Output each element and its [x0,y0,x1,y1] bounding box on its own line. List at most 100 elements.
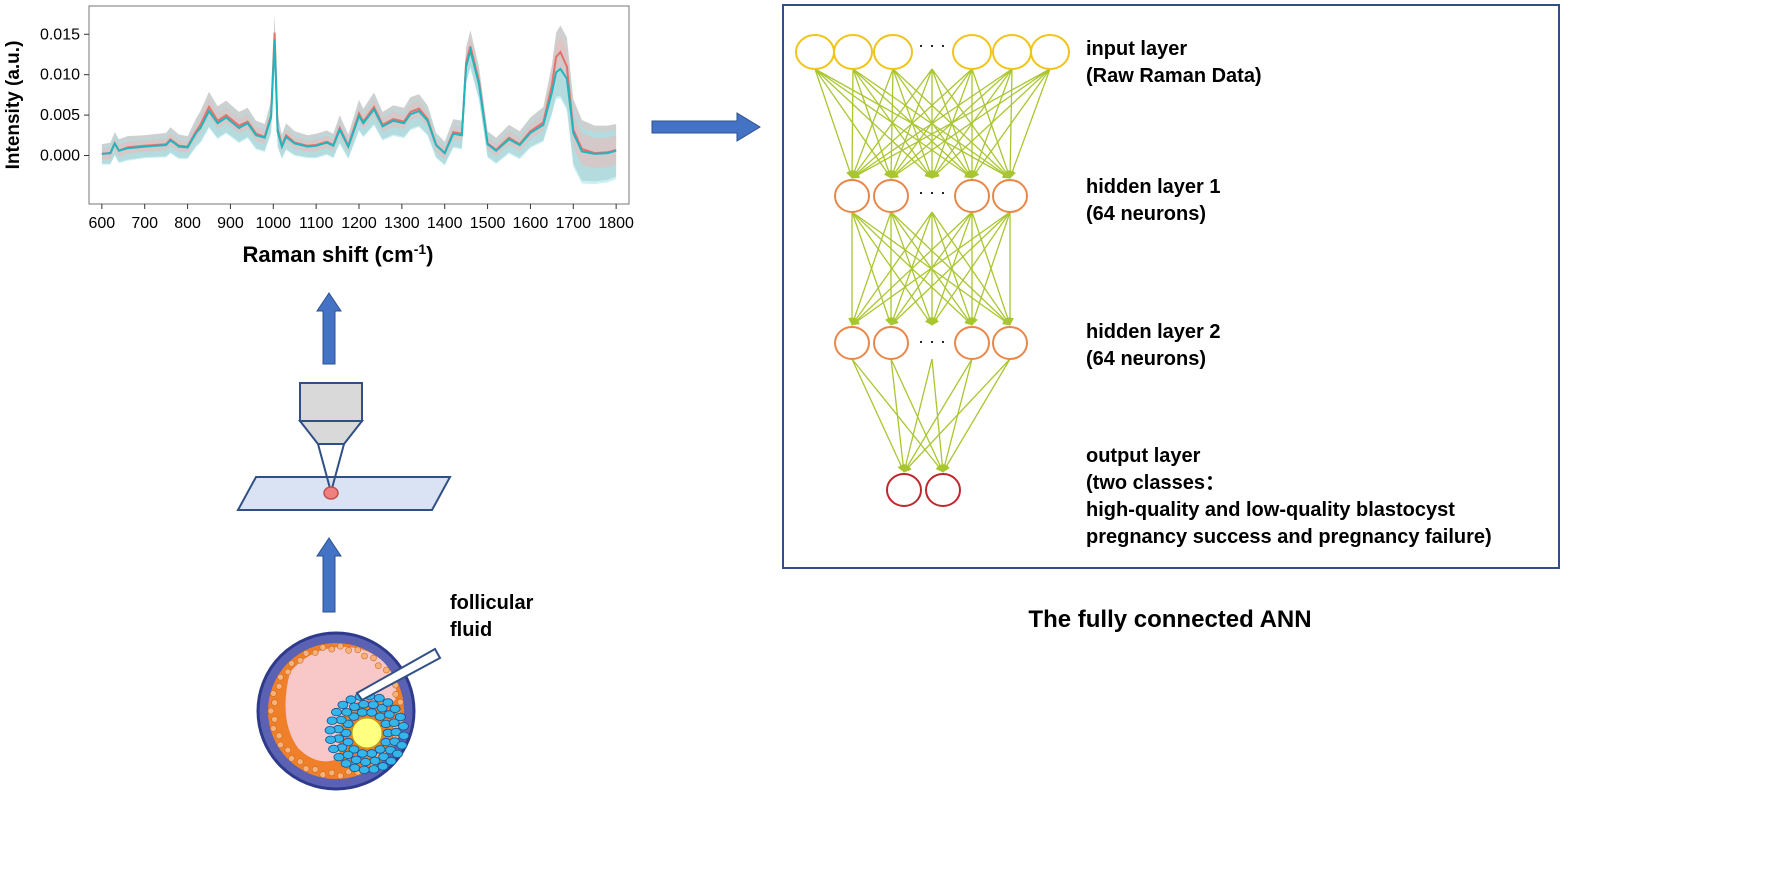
cumulus-cell [385,756,397,766]
ann-connection [814,68,854,179]
ann-connection [931,358,947,473]
cumulus-cell [340,759,352,768]
granulosa-cell [328,769,336,777]
granulosa-cell [275,732,283,740]
arrow-up-to-microscope [316,537,342,613]
ann-connection [901,358,933,473]
cumulus-cell [390,727,402,737]
follicular-fluid-label-line2: fluid [450,619,492,641]
neuron-layer-2 [834,326,870,360]
x-tick-label: 1200 [341,215,377,232]
granulosa-cell [271,699,278,706]
cumulus-cell [378,752,390,761]
ann-neurons [795,34,1070,507]
ann-connection [848,68,856,179]
neuron-layer-1 [834,179,870,213]
x-tick-label: 1100 [299,215,334,232]
neuron-layer-3 [925,473,961,507]
ann-connection [850,68,894,179]
granulosa-cell [296,758,304,766]
ann-connection [970,68,1013,179]
cumulus-cell [394,712,406,722]
ann-connection [931,68,1013,179]
ann-connection [931,68,1011,179]
cumulus-cell [392,749,403,759]
neuron-layer-1 [992,179,1028,213]
ann-connection [889,211,933,326]
cumulus-cell [335,715,347,725]
cumulus-cell [396,741,408,750]
granulosa-cell [328,645,336,653]
y-tick-label: 0.015 [40,26,80,43]
cumulus-cell [369,756,381,766]
arrow-to-ann [651,112,761,142]
follicle-illustration: follicular fluid [256,592,534,791]
output-layer-title: output layer [1086,445,1201,467]
x-axis-title-main: Raman shift (cm [243,242,414,267]
granulosa-cell [288,755,295,762]
cumulus-cell [328,744,340,754]
neuron-layer-0 [952,34,992,70]
granulosa-cell [392,690,400,698]
granulosa-cell [271,716,278,723]
cumulus-cell [342,750,354,760]
cumulus-cell [333,752,345,762]
input-layer-title: input layer [1086,38,1187,60]
cyan-mean-spectrum [101,39,617,155]
neuron-layer-2 [954,326,990,360]
x-tick-label: 1800 [598,215,634,232]
x-tick-label: 1000 [255,215,291,232]
granulosa-cell [302,765,310,773]
oocyte [351,717,383,749]
ann-connection [931,211,1011,326]
cumulus-cell [388,718,400,727]
ann-connections [814,68,1051,473]
cumulus-cell [358,700,370,709]
cumulus-cell [345,695,357,704]
arrow-up-to-spectrum [316,292,342,365]
objective-tip [297,420,365,445]
cumulus-cell [325,735,337,744]
ann-connection [890,358,908,473]
x-tick-label: 800 [174,215,201,232]
cumulus-cell [360,757,371,767]
granulosa-cell [354,646,362,654]
cumulus-cell [349,763,361,773]
sample-droplet [323,486,339,500]
x-tick-label: 1500 [470,215,506,232]
granulosa-cell [267,707,275,715]
granulosa-cell [270,725,277,732]
cumulus-cell [350,755,362,765]
ann-connection [851,211,933,326]
cumulus-cell [337,700,349,710]
hidden-layer-2-title: hidden layer 2 [1086,321,1221,343]
ann-connection [851,68,933,179]
granulosa-cell [288,660,295,667]
ann-connection [931,68,1051,179]
cumulus-cell [349,702,360,711]
ann-connection [890,358,944,473]
neuron-layer-2 [873,326,909,360]
cumulus-cell [324,726,336,735]
granulosa-cell [397,698,404,706]
y-tick-label: 0.005 [40,107,80,124]
output-layer-line2: high-quality and low-quality blastocyst [1086,499,1455,521]
x-tick-label: 1400 [427,215,463,232]
cumulus-cell [356,749,368,758]
cumulus-cell [326,716,338,725]
y-tick-label: 0.000 [40,148,80,165]
ann-connection [903,358,1011,473]
cumulus-cell [358,765,370,775]
granulosa-cell [337,772,344,780]
hidden-layer-1-subtitle: (64 neurons) [1086,203,1206,225]
x-tick-label: 700 [131,215,158,232]
cumulus-cell [340,728,352,738]
cumulus-cell [356,708,368,717]
granulosa-cell [275,682,283,690]
cumulus-cell [367,700,379,709]
cumulus-cell [398,731,410,740]
